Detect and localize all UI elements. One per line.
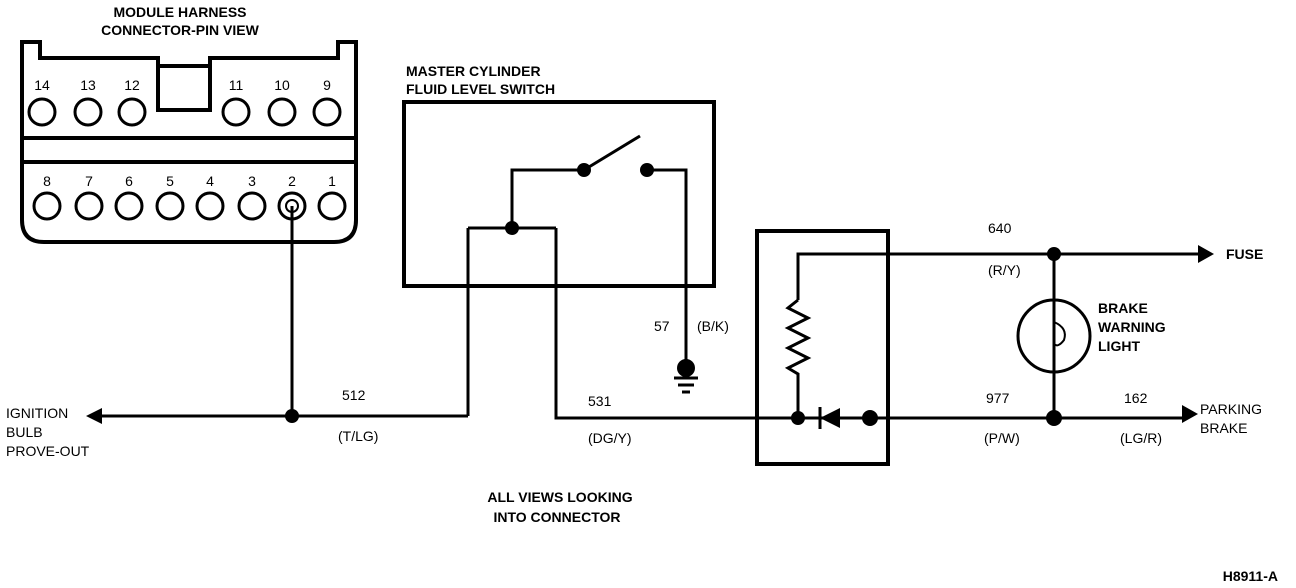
parking-label-line1: PARKING: [1200, 401, 1262, 417]
pin-label-13: 13: [80, 77, 96, 93]
parking-brake-arrow-icon: [1182, 405, 1198, 423]
connector-bottom-pin-row: 8 7 6 5 4 3 2 1: [32, 173, 347, 221]
switch-common-wire: [510, 168, 584, 228]
pin-1-socket: [317, 191, 347, 221]
ground-connection-dot: [677, 359, 695, 377]
pin-label-10: 10: [274, 77, 290, 93]
wire-57-circuit: 57: [654, 318, 670, 334]
wire-162-circuit: 162: [1124, 390, 1148, 406]
pin-label-1: 1: [328, 173, 336, 189]
resistor-diode-module: [755, 229, 890, 466]
note-line1: ALL VIEWS LOOKING: [487, 489, 632, 505]
wire-640-color: (R/Y): [988, 262, 1021, 278]
ignition-label-line1: IGNITION: [6, 405, 68, 421]
fuse-label: FUSE: [1226, 246, 1263, 262]
connector-top-pin-row: 14 13 12 11 10 9: [27, 77, 342, 127]
pin-9-socket: [312, 97, 342, 127]
pin-label-6: 6: [125, 173, 133, 189]
wire-531: [554, 228, 798, 420]
module-harness-connector: 14 13 12 11 10 9 8 7 6 5 4 3 2 1: [20, 40, 358, 244]
fluid-level-switch-box: [402, 100, 716, 288]
wire-162-color: (LG/R): [1120, 430, 1162, 446]
parking-label-line2: BRAKE: [1200, 420, 1247, 436]
pin-label-7: 7: [85, 173, 93, 189]
pin-7-socket: [74, 191, 104, 221]
figure-id: H8911-A: [1223, 568, 1278, 584]
connector-title-line1: MODULE HARNESS: [113, 4, 246, 20]
resistor-icon: [784, 298, 812, 418]
pin-3-socket: [237, 191, 267, 221]
pin-label-4: 4: [206, 173, 214, 189]
pin-12-socket: [117, 97, 147, 127]
pin-label-14: 14: [34, 77, 50, 93]
pin-11-socket: [221, 97, 251, 127]
ignition-label-line2: BULB: [6, 424, 43, 440]
fluid-level-switch-contacts: [468, 134, 688, 364]
pin-label-9: 9: [323, 77, 331, 93]
pin-13-socket: [73, 97, 103, 127]
note-line2: INTO CONNECTOR: [493, 509, 620, 525]
pin-label-5: 5: [166, 173, 174, 189]
pin-14-socket: [27, 97, 57, 127]
brake-label-line1: BRAKE: [1098, 300, 1148, 316]
switch-blade: [583, 134, 641, 172]
diode-icon: [820, 408, 840, 428]
switch-title-line1: MASTER CYLINDER: [406, 63, 541, 79]
pin-label-3: 3: [248, 173, 256, 189]
pin-label-12: 12: [124, 77, 140, 93]
pin-10-socket: [267, 97, 297, 127]
connector-latch: [156, 64, 212, 112]
wire-512-circuit: 512: [342, 387, 366, 403]
module-feed-wire: [796, 252, 1054, 300]
pin-label-2: 2: [288, 173, 296, 189]
switch-title-line2: FLUID LEVEL SWITCH: [406, 81, 555, 97]
wire-977-junction: [1046, 410, 1062, 426]
wire-57-run: [647, 168, 688, 364]
wire-512-junction: [285, 409, 299, 423]
ignition-arrow-icon: [86, 408, 102, 424]
pin-6-socket: [114, 191, 144, 221]
wire-977-color: (P/W): [984, 430, 1020, 446]
wire-57-color: (B/K): [697, 318, 729, 334]
pin-4-socket: [195, 191, 225, 221]
ignition-label-line3: PROVE-OUT: [6, 443, 90, 459]
wire-531-circuit: 531: [588, 393, 612, 409]
lamp-filament: [1053, 321, 1066, 347]
pin-label-8: 8: [43, 173, 51, 189]
connector-title-line2: CONNECTOR-PIN VIEW: [101, 22, 259, 38]
pin-5-socket: [155, 191, 185, 221]
wire-531-color: (DG/Y): [588, 430, 632, 446]
wire-512-color: (T/LG): [338, 428, 378, 444]
ground-symbol: [674, 359, 698, 394]
wire-977-circuit: 977: [986, 390, 1010, 406]
brake-label-line3: LIGHT: [1098, 338, 1140, 354]
fuse-arrow-icon: [1198, 245, 1214, 263]
pin-label-11: 11: [229, 77, 244, 93]
wire-640-circuit: 640: [988, 220, 1012, 236]
connector-outline: [20, 40, 358, 244]
pin-8-socket: [32, 191, 62, 221]
brake-label-line2: WARNING: [1098, 319, 1166, 335]
